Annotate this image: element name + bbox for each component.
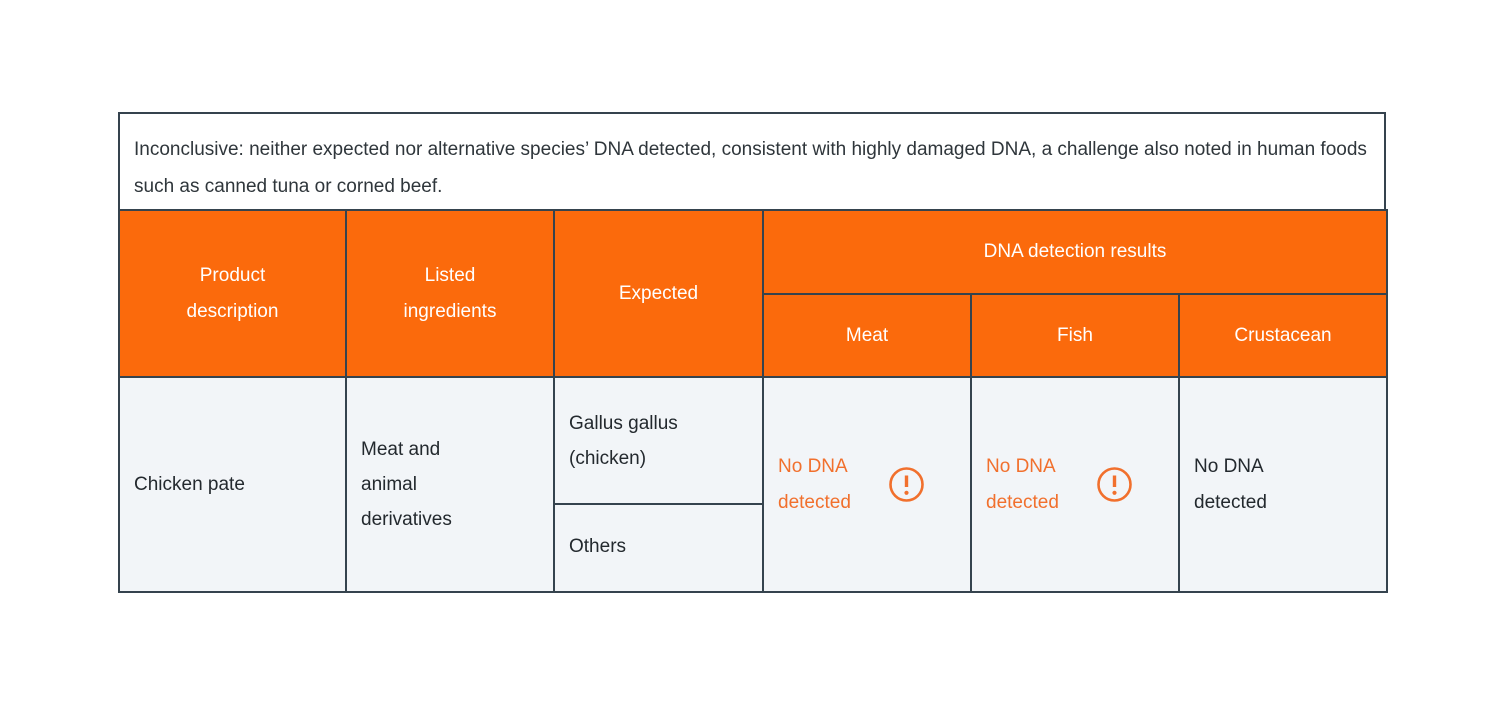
expected-species-subcell: Gallus gallus (chicken) — [555, 378, 762, 505]
expected-species-value: Gallus gallus (chicken) — [569, 412, 678, 469]
cell-fish-result: No DNA detected — [970, 376, 1180, 593]
col-header-dna-detection-results: DNA detection results — [761, 209, 1389, 295]
col-header-meat-label: Meat — [845, 324, 889, 346]
col-header-dna-group-label: DNA detection results — [983, 241, 1167, 262]
crustacean-result-text: No DNA detected — [1194, 455, 1267, 513]
dna-results-panel: Inconclusive: neither expected nor alter… — [118, 112, 1389, 593]
listed-ingredients-value: Meat and animal derivatives — [361, 439, 452, 530]
results-table: Product description Listed ingredients E… — [118, 209, 1389, 593]
meat-result-text: No DNA detected — [778, 455, 851, 513]
crustacean-result: No DNA detected — [1194, 449, 1386, 521]
note-text: Inconclusive: neither expected nor alter… — [134, 139, 1367, 197]
col-header-product-description: Product description — [118, 209, 347, 378]
col-header-fish-label: Fish — [1057, 324, 1093, 346]
cell-listed-ingredients: Meat and animal derivatives — [345, 376, 555, 593]
alert-circle-icon — [1097, 467, 1132, 502]
col-header-meat: Meat — [762, 293, 972, 378]
col-header-crustacean: Crustacean — [1177, 293, 1389, 378]
fish-result-text: No DNA detected — [986, 455, 1059, 513]
table-row: Chicken pate Meat and animal derivatives… — [118, 376, 1389, 593]
cell-meat-result: No DNA detected — [762, 376, 972, 593]
cell-crustacean-result: No DNA detected — [1177, 376, 1389, 593]
meat-result: No DNA detected — [778, 449, 970, 521]
alert-circle-icon — [889, 467, 924, 502]
cell-product-description: Chicken pate — [118, 376, 347, 593]
col-header-ingredients-label: Listed ingredients — [403, 264, 497, 322]
expected-others-value: Others — [569, 536, 627, 557]
col-header-fish: Fish — [970, 293, 1180, 378]
col-header-crustacean-label: Crustacean — [1234, 324, 1332, 346]
col-header-expected: Expected — [553, 209, 764, 378]
col-header-listed-ingredients: Listed ingredients — [345, 209, 555, 378]
expected-others-subcell: Others — [555, 505, 762, 589]
note-box: Inconclusive: neither expected nor alter… — [118, 112, 1386, 211]
cell-expected: Gallus gallus (chicken) Others — [553, 376, 764, 593]
col-header-product-label: Product description — [186, 264, 279, 322]
col-header-expected-label: Expected — [618, 282, 699, 304]
product-description-value: Chicken pate — [134, 474, 245, 495]
fish-result: No DNA detected — [986, 449, 1178, 521]
expected-split: Gallus gallus (chicken) Others — [555, 378, 762, 589]
